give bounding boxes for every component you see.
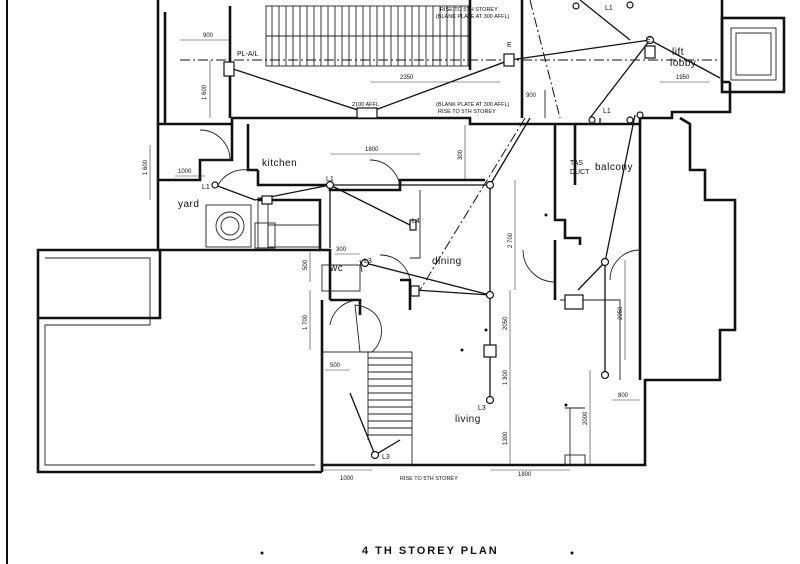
svg-text:2050: 2050 bbox=[503, 316, 509, 330]
svg-text:PL-A/L: PL-A/L bbox=[237, 51, 259, 58]
svg-text:L3: L3 bbox=[382, 454, 390, 461]
svg-text:E: E bbox=[507, 42, 512, 49]
svg-text:1800: 1800 bbox=[518, 472, 532, 478]
door-swings bbox=[199, 129, 641, 326]
svg-text:500: 500 bbox=[303, 259, 309, 270]
svg-text:(BLANK PLATE AT 300 AFFL): (BLANK PLATE AT 300 AFFL) bbox=[436, 102, 510, 108]
svg-text:2050: 2050 bbox=[618, 306, 624, 320]
svg-text:1 300: 1 300 bbox=[503, 369, 509, 385]
svg-text:1950: 1950 bbox=[676, 75, 690, 81]
svg-text:1 700: 1 700 bbox=[303, 314, 309, 330]
svg-text:1 600: 1 600 bbox=[202, 84, 208, 100]
svg-text:RISE TO 5TH STOREY: RISE TO 5TH STOREY bbox=[440, 7, 498, 13]
room-wc: wc bbox=[329, 263, 343, 274]
stair-light-point bbox=[370, 450, 380, 460]
balcony-light-point bbox=[600, 257, 610, 267]
outer-walls bbox=[36, 0, 737, 474]
svg-text:L1: L1 bbox=[605, 5, 613, 12]
svg-text:300: 300 bbox=[458, 149, 464, 160]
room-dining: dining bbox=[432, 256, 462, 267]
annotation-notes: RISE TO 5TH STOREY (BLANK PLATE AT 300 A… bbox=[352, 7, 510, 482]
wc-light-point bbox=[360, 258, 370, 268]
drawing-title: 4 TH STOREY PLAN bbox=[362, 545, 499, 557]
svg-text:2100 AFFL: 2100 AFFL bbox=[352, 102, 379, 108]
svg-text:900: 900 bbox=[526, 93, 537, 99]
dimension-labels: 900 1 600 2350 900 1950 1 600 1000 1800 … bbox=[143, 33, 690, 482]
svg-text:L3: L3 bbox=[364, 258, 372, 265]
svg-text:2350: 2350 bbox=[400, 75, 414, 81]
svg-text:L1: L1 bbox=[202, 184, 210, 191]
room-kitchen: kitchen bbox=[262, 158, 297, 169]
svg-text:800: 800 bbox=[618, 393, 629, 399]
svg-text:L3: L3 bbox=[478, 405, 486, 412]
svg-text:1 600: 1 600 bbox=[143, 159, 149, 175]
svg-text:900: 900 bbox=[203, 33, 214, 39]
svg-text:L4: L4 bbox=[412, 218, 420, 225]
room-duct: DUCT bbox=[570, 169, 590, 176]
svg-text:1000: 1000 bbox=[340, 476, 354, 482]
room-yard: yard bbox=[178, 199, 199, 210]
svg-text:2 700: 2 700 bbox=[508, 232, 514, 248]
svg-text:(BLANK PLATE AT 300 AFFL): (BLANK PLATE AT 300 AFFL) bbox=[436, 14, 510, 20]
kitchen-fixtures bbox=[205, 197, 321, 249]
svg-text:1300: 1300 bbox=[503, 431, 509, 445]
living-light-point bbox=[485, 395, 495, 405]
upper-staircase bbox=[228, 0, 524, 118]
dining-light-point-upper bbox=[485, 180, 495, 190]
pl-ah-box bbox=[223, 61, 235, 77]
svg-text:2000: 2000 bbox=[583, 411, 589, 425]
fixture-labels: PL-A/L E E L1 L1 L1 L1 L3 L4 L3 L3 bbox=[202, 5, 651, 461]
svg-text:1000: 1000 bbox=[178, 169, 192, 175]
room-lift: lift bbox=[672, 47, 684, 58]
svg-text:1800: 1800 bbox=[365, 147, 379, 153]
room-living: living bbox=[455, 414, 481, 425]
svg-text:RISE TO 5TH STOREY: RISE TO 5TH STOREY bbox=[438, 109, 496, 115]
room-lobby: lobby bbox=[670, 58, 696, 69]
light-points bbox=[211, 1, 656, 555]
lobby-light-point bbox=[645, 35, 655, 45]
svg-text:L1: L1 bbox=[326, 176, 334, 183]
balcony-light-point-lower bbox=[600, 370, 610, 380]
dimension-lines bbox=[149, 39, 710, 471]
svg-text:RISE TO 5TH STOREY: RISE TO 5TH STOREY bbox=[400, 476, 458, 482]
room-tas: TAS bbox=[570, 160, 583, 167]
yard-light-point bbox=[211, 181, 219, 189]
lift-shaft bbox=[720, 16, 786, 94]
kitchen-light-point bbox=[325, 180, 335, 190]
room-labels: kitchen yard wc dining balcony living li… bbox=[178, 47, 696, 425]
svg-text:300: 300 bbox=[336, 247, 347, 253]
svg-text:E: E bbox=[646, 37, 651, 44]
room-balcony: balcony bbox=[595, 162, 633, 173]
svg-text:500: 500 bbox=[330, 363, 341, 369]
svg-text:L1: L1 bbox=[603, 108, 611, 115]
lower-staircase bbox=[321, 351, 413, 466]
dining-light-point bbox=[485, 290, 495, 300]
